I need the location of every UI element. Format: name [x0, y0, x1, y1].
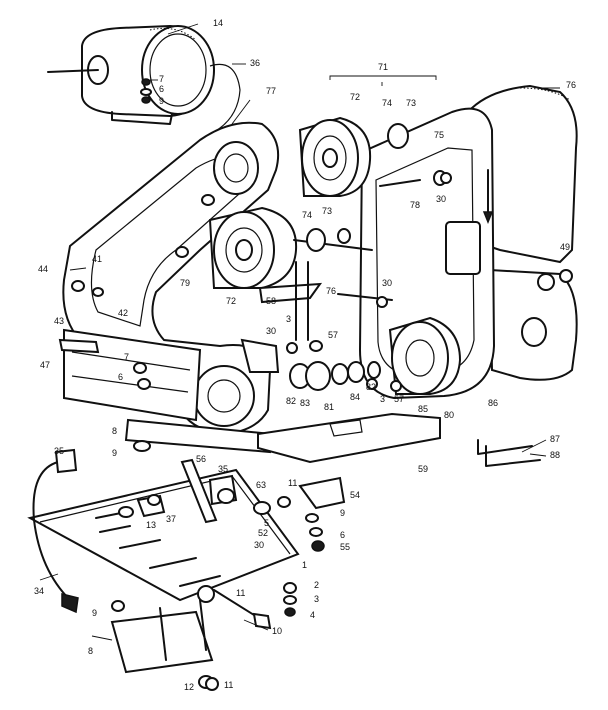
callout-label: 72: [226, 296, 237, 306]
callout-label: 12: [184, 682, 195, 692]
callout-label: 9: [340, 508, 346, 518]
callout-label: 49: [560, 242, 571, 252]
callout-label: 6: [159, 84, 165, 94]
callout-label: 13: [146, 520, 157, 530]
callout-label: 44: [38, 264, 49, 274]
callout-label: 57: [394, 394, 405, 404]
callout-label: 34: [34, 586, 45, 596]
callout-label: 8: [112, 426, 118, 436]
callout-label: 75: [434, 130, 445, 140]
callout-label: 30: [254, 540, 265, 550]
callout-label: 86: [488, 398, 499, 408]
callout-label: 77: [266, 86, 277, 96]
callout-label: 30: [436, 194, 447, 204]
callout-label: 54: [350, 490, 361, 500]
callout-label: 85: [418, 404, 429, 414]
motor: [47, 24, 241, 133]
callout-label: 82: [366, 382, 377, 392]
callout-label: 79: [180, 278, 191, 288]
callout-label: 3: [314, 594, 320, 604]
callout-label: 73: [322, 206, 333, 216]
callout-label: 72: [350, 92, 361, 102]
callout-label: 8: [88, 646, 94, 656]
callout-label: 63: [256, 480, 267, 490]
mounting-pad: [110, 585, 272, 674]
callout-label: 11: [288, 478, 298, 488]
callout-label: 76: [566, 80, 577, 90]
callout-label: 30: [382, 278, 393, 288]
drive-wheels: [208, 116, 462, 395]
callout-label: 87: [550, 434, 561, 444]
callout-label: 4: [310, 610, 316, 620]
callout-label: 57: [328, 330, 339, 340]
callout-label: 14: [213, 18, 224, 28]
callout-label: 82: [286, 396, 297, 406]
callout-label: 2: [314, 580, 320, 590]
hardware-stack: [58, 78, 573, 691]
callout-label: 55: [340, 542, 351, 552]
callout-label: 83: [300, 398, 311, 408]
callout-label: 7: [159, 74, 165, 84]
callout-label: 7: [124, 352, 130, 362]
callout-label: 30: [266, 326, 277, 336]
callout-label: 11: [224, 680, 234, 690]
callout-label: 47: [40, 360, 51, 370]
belt-frame: [358, 107, 496, 400]
callout-label: 9: [92, 608, 98, 618]
callout-label: 71: [378, 62, 389, 72]
platen-plate: [257, 412, 441, 464]
callout-label: 43: [54, 316, 65, 326]
callout-label: 52: [258, 528, 269, 538]
callout-label: 35: [218, 464, 229, 474]
callout-label: 5: [264, 518, 270, 528]
callout-label: 6: [340, 530, 346, 540]
callout-label: 37: [166, 514, 177, 524]
callout-label: 42: [118, 308, 129, 318]
callout-label: 9: [159, 96, 165, 106]
callout-label: 84: [350, 392, 361, 402]
leader-lines: [39, 23, 560, 641]
callout-label: 80: [444, 410, 455, 420]
callout-label: 74: [302, 210, 313, 220]
callout-label: 3: [380, 394, 386, 404]
callout-label: 81: [324, 402, 335, 412]
callout-label: 1: [302, 560, 308, 570]
callout-label: 58: [266, 296, 277, 306]
callout-label: 35: [54, 446, 65, 456]
callout-label: 73: [406, 98, 417, 108]
main-frame-arm: [62, 121, 280, 436]
belt-cover: [466, 84, 578, 381]
hex-wrenches: [477, 439, 541, 467]
callout-label: 9: [112, 448, 118, 458]
callout-label: 6: [118, 372, 124, 382]
callout-label: 36: [250, 58, 261, 68]
callout-label: 11: [236, 588, 246, 598]
callout-label: 59: [418, 464, 429, 474]
callout-label: 56: [196, 454, 207, 464]
callout-label: 41: [92, 254, 103, 264]
callout-label: 76: [326, 286, 337, 296]
callout-label: 74: [382, 98, 393, 108]
callout-label: 88: [550, 450, 561, 460]
power-cord: [32, 448, 79, 614]
callout-label: 78: [410, 200, 421, 210]
callout-label: 3: [286, 314, 292, 324]
callout-label: 10: [272, 626, 283, 636]
